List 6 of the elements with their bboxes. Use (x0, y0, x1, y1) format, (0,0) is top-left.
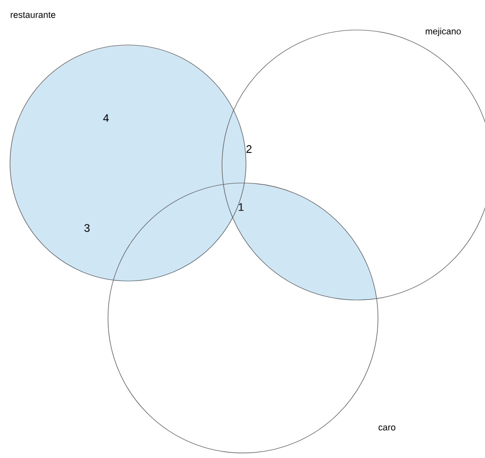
node-label: restaurante (10, 12, 56, 18)
region-number: 3 (84, 224, 90, 232)
region-number: 2 (246, 145, 252, 153)
region-number: 4 (103, 114, 109, 122)
node-label: caro (378, 426, 396, 430)
region-number: 1 (238, 203, 244, 211)
